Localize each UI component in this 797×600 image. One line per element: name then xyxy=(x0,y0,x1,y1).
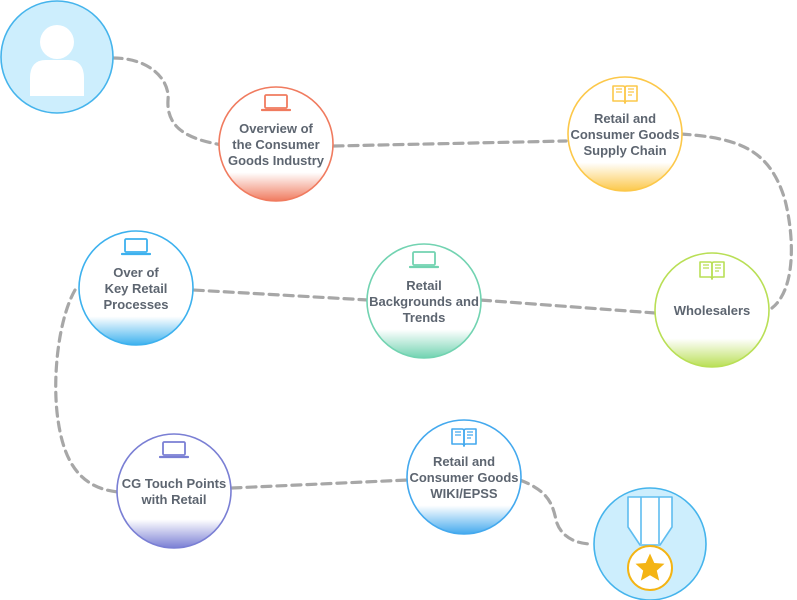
course-node-circle xyxy=(116,433,232,549)
medal-icon xyxy=(627,496,673,591)
course-node-circle xyxy=(406,419,522,535)
course-node-label-line: Wholesalers xyxy=(674,303,751,318)
connector-wiki-to-finish xyxy=(518,478,594,546)
course-node-label-line: with Retail xyxy=(140,492,206,507)
course-node-label-line: Supply Chain xyxy=(583,143,666,158)
course-node-label-line: Key Retail xyxy=(105,281,168,296)
course-node-label-line: Overview of xyxy=(239,121,313,136)
course-node-label-line: Consumer Goods xyxy=(409,470,518,485)
connector-wholesalers-to-backgrounds xyxy=(478,298,657,315)
course-node-circle xyxy=(218,86,334,202)
connector-touch-points-to-wiki xyxy=(230,478,410,490)
course-node-circle xyxy=(654,252,770,368)
course-node-circle xyxy=(78,230,194,346)
connector-start-to-overview xyxy=(111,56,224,147)
course-node-circle xyxy=(366,243,482,359)
course-node-label-line: Processes xyxy=(103,297,168,312)
course-node-label-line: Over of xyxy=(113,265,159,280)
course-node-wholesalers[interactable]: Wholesalers xyxy=(654,252,770,368)
user-icon xyxy=(30,25,84,96)
course-node-label-line: WIKI/EPSS xyxy=(430,486,498,501)
course-node-label-line: Retail and xyxy=(594,111,656,126)
course-node-label-line: Backgrounds and xyxy=(369,294,479,309)
connector-key-processes-to-touch-points xyxy=(54,288,120,494)
course-node-label-line: Trends xyxy=(403,310,446,325)
course-node-label-line: Retail and xyxy=(433,454,495,469)
start-user-node[interactable] xyxy=(0,0,114,114)
course-node-circle xyxy=(567,76,683,192)
course-node-label-line: the Consumer xyxy=(232,137,319,152)
finish-medal-node[interactable] xyxy=(593,487,707,600)
connector-overview-to-supply-chain xyxy=(332,139,568,148)
course-node-label-line: Retail xyxy=(406,278,441,293)
course-node-label-line: CG Touch Points xyxy=(122,476,226,491)
dashed-path-connectors xyxy=(54,56,793,546)
connector-backgrounds-to-key-processes xyxy=(191,288,370,302)
course-node-label-line: Goods Industry xyxy=(228,153,325,168)
connector-supply-chain-to-wholesalers xyxy=(679,132,793,310)
course-node-label-line: Consumer Goods xyxy=(570,127,679,142)
